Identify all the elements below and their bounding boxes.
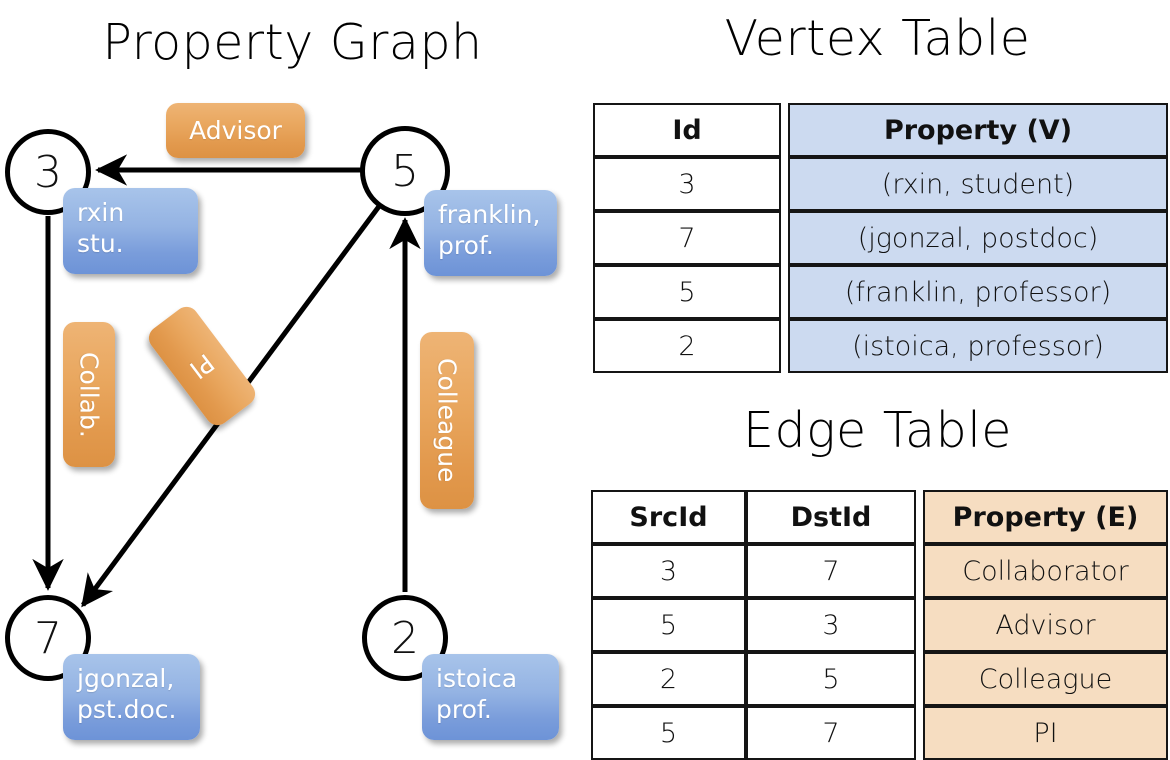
table-row[interactable]: 5 (franklin, professor) (593, 265, 1168, 319)
edge-cell-dst: 3 (746, 598, 916, 652)
edge-label-advisor: Advisor (166, 103, 305, 158)
edge-cell-dst: 7 (746, 706, 916, 760)
edge-table-header-dstid: DstId (746, 490, 916, 544)
vertex-cell-property: (istoica, professor) (788, 319, 1168, 373)
node-property-box-5: franklin, prof. (424, 190, 557, 276)
edge-table-column-gap (916, 544, 923, 598)
edge-label-pi-text: PI (184, 347, 220, 385)
edge-table-column-gap (916, 598, 923, 652)
table-row[interactable]: 5 7 PI (591, 706, 1168, 760)
node-property-box-2: istoica prof. (422, 654, 559, 740)
edge-label-colleague: Colleague (420, 332, 474, 509)
edge-label-colleague-text: Colleague (432, 358, 462, 483)
edge-cell-dst: 5 (746, 652, 916, 706)
page-title-vertex-table: Vertex Table (724, 10, 1031, 67)
vertex-cell-id: 5 (593, 265, 781, 319)
edge-cell-src: 2 (591, 652, 746, 706)
graph-node-5[interactable]: 5 (360, 126, 450, 216)
vertex-cell-id: 7 (593, 211, 781, 265)
page-title-edge-table: Edge Table (743, 402, 1012, 459)
table-row[interactable]: 5 3 Advisor (591, 598, 1168, 652)
edge-table: SrcId DstId Property (E) 3 7 Collaborato… (591, 490, 1168, 760)
vertex-table-column-gap (781, 103, 788, 157)
table-row[interactable]: 2 5 Colleague (591, 652, 1168, 706)
vertex-table-header-property: Property (V) (788, 103, 1168, 157)
edge-cell-property: Collaborator (923, 544, 1168, 598)
vertex-table-column-gap (781, 319, 788, 373)
edge-table-header-row: SrcId DstId Property (E) (591, 490, 1168, 544)
edge-cell-property: Advisor (923, 598, 1168, 652)
node-property-box-3: rxin stu. (63, 188, 198, 274)
vertex-table-header-id: Id (593, 103, 781, 157)
property-graph-diagram: 3 5 7 2 rxin stu. franklin, prof. jgonza… (5, 103, 559, 740)
vertex-cell-id: 2 (593, 319, 781, 373)
graph-node-2[interactable]: 2 (362, 595, 448, 681)
vertex-cell-property: (rxin, student) (788, 157, 1168, 211)
edge-table-column-gap (916, 652, 923, 706)
edge-table-column-gap (916, 706, 923, 760)
edge-label-collab: Collab. (63, 322, 115, 467)
vertex-table-column-gap (781, 157, 788, 211)
vertex-table-column-gap (781, 265, 788, 319)
edge-cell-src: 5 (591, 706, 746, 760)
edge-table-header-property: Property (E) (923, 490, 1168, 544)
edge-label-collab-text: Collab. (74, 351, 104, 438)
table-row[interactable]: 2 (istoica, professor) (593, 319, 1168, 373)
vertex-cell-id: 3 (593, 157, 781, 211)
vertex-cell-property: (franklin, professor) (788, 265, 1168, 319)
vertex-cell-property: (jgonzal, postdoc) (788, 211, 1168, 265)
edge-table-column-gap (916, 490, 923, 544)
vertex-table-header-row: Id Property (V) (593, 103, 1168, 157)
edge-cell-property: PI (923, 706, 1168, 760)
table-row[interactable]: 3 7 Collaborator (591, 544, 1168, 598)
vertex-table-column-gap (781, 211, 788, 265)
edge-cell-dst: 7 (746, 544, 916, 598)
edge-cell-src: 3 (591, 544, 746, 598)
edge-cell-property: Colleague (923, 652, 1168, 706)
vertex-table: Id Property (V) 3 (rxin, student) 7 (jgo… (593, 103, 1168, 373)
edge-table-header-srcid: SrcId (591, 490, 746, 544)
edge-cell-src: 5 (591, 598, 746, 652)
node-property-box-7: jgonzal, pst.doc. (63, 654, 200, 740)
page-title-property-graph: Property Graph (102, 14, 483, 71)
table-row[interactable]: 3 (rxin, student) (593, 157, 1168, 211)
table-row[interactable]: 7 (jgonzal, postdoc) (593, 211, 1168, 265)
